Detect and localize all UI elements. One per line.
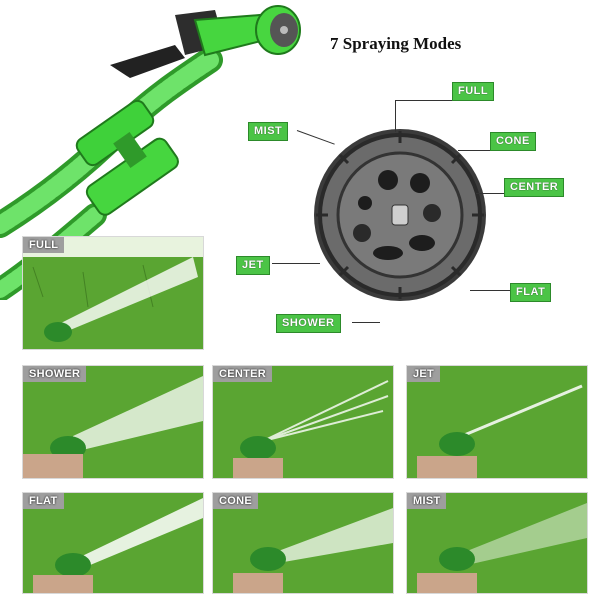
flat-leader <box>470 290 510 291</box>
label-flat: FLAT <box>510 283 552 302</box>
hose-nozzle-illustration <box>0 5 301 300</box>
photo-full-label: FULL <box>23 237 65 253</box>
cone-leader <box>458 150 490 151</box>
nozzle-face-diagram <box>314 129 486 301</box>
full-leader <box>395 100 396 132</box>
shower-leader <box>352 322 380 323</box>
photo-center-scene <box>213 366 393 478</box>
photo-mist-scene <box>407 493 587 593</box>
label-shower: SHOWER <box>276 314 341 333</box>
photo-center-label: CENTER <box>213 366 273 382</box>
photo-center: CENTER <box>212 365 394 479</box>
label-mist: MIST <box>248 122 289 141</box>
photo-mist-label: MIST <box>407 493 447 509</box>
photo-full-scene <box>23 237 203 349</box>
photo-jet-scene <box>407 366 587 478</box>
photo-shower-scene <box>23 366 203 478</box>
photo-cone-label: CONE <box>213 493 258 509</box>
label-full: FULL <box>452 82 495 101</box>
center-leader <box>476 193 504 194</box>
photo-full: FULL <box>22 236 204 350</box>
photo-jet: JET <box>406 365 588 479</box>
label-jet: JET <box>236 256 270 275</box>
photo-cone-scene <box>213 493 393 593</box>
photo-cone: CONE <box>212 492 394 594</box>
photo-flat-label: FLAT <box>23 493 64 509</box>
photo-jet-label: JET <box>407 366 441 382</box>
label-cone: CONE <box>490 132 536 151</box>
photo-shower: SHOWER <box>22 365 204 479</box>
full-leader-h <box>395 100 453 101</box>
photo-flat: FLAT <box>22 492 204 594</box>
jet-leader <box>272 263 320 264</box>
photo-mist: MIST <box>406 492 588 594</box>
photo-flat-scene <box>23 493 203 593</box>
product-title: 7 Spraying Modes <box>330 34 462 53</box>
photo-shower-label: SHOWER <box>23 366 87 382</box>
label-center: CENTER <box>504 178 565 197</box>
